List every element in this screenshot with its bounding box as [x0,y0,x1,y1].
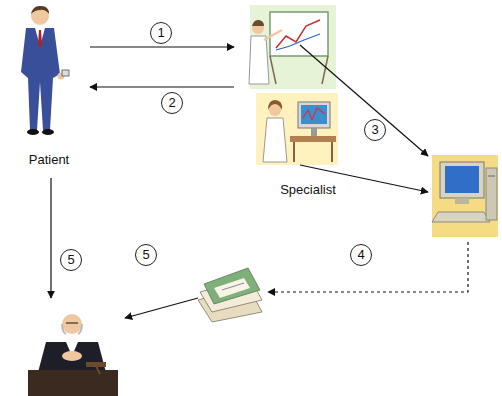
node-label: Patient [27,152,71,167]
callout-number: 5 [60,249,82,271]
specialist-figure [256,93,338,165]
judge-figure [28,314,118,396]
flow-arrow [125,298,198,318]
records-stack [198,268,262,322]
flow-arrow [268,242,468,292]
callout-number: 5 [135,244,157,266]
flow-arrow [90,46,234,47]
callout-number: 4 [350,244,372,266]
specialist-figure [249,5,336,89]
figure-node: Specialist [236,4,380,197]
callout-number: 3 [364,119,386,141]
callout-number: 2 [161,92,183,114]
patient-figure [21,6,69,135]
figure-node: Patient [10,4,88,167]
flow-arrow [90,86,234,87]
computer-icon [432,155,498,237]
node-label: Specialist [278,182,338,197]
flow-arrow [300,45,428,156]
flow-arrow [50,178,51,298]
callout-number: 1 [150,22,172,44]
